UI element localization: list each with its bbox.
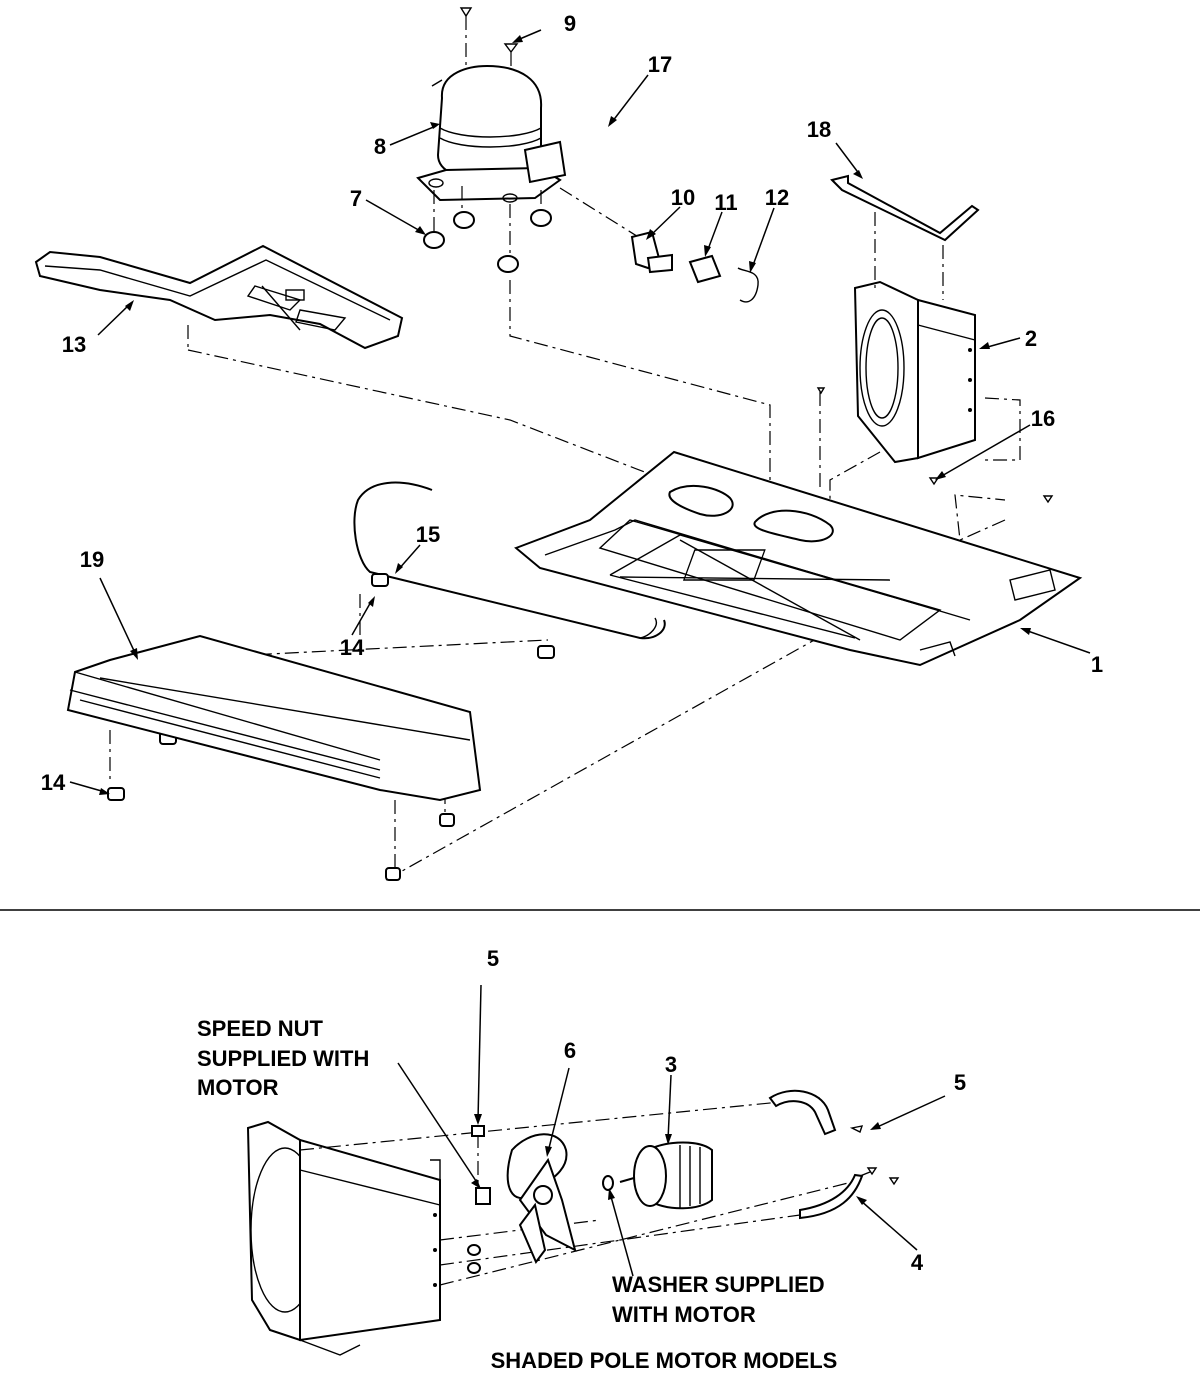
leader-lines — [69, 29, 1091, 795]
fan-blade-part-6 — [506, 1133, 577, 1264]
callout-10: 10 — [671, 185, 695, 210]
washer-note-line-1: WASHER SUPPLIED — [612, 1272, 825, 1297]
overload-part-11 — [688, 254, 722, 284]
speed-nut-note-line-2: SUPPLIED WITH — [197, 1046, 369, 1071]
callout-8: 8 — [374, 134, 386, 159]
callout-9: 9 — [564, 11, 576, 36]
washer-note-line-2: WITH MOTOR — [612, 1302, 756, 1327]
tube-part-15 — [353, 481, 666, 640]
callout-13: 13 — [62, 332, 86, 357]
callout-19: 19 — [80, 547, 104, 572]
callout-12: 12 — [765, 185, 789, 210]
grommet-part-7 — [423, 186, 552, 273]
compressor-part-8 — [416, 64, 567, 203]
relay-part-10 — [559, 187, 673, 274]
section-title: SHADED POLE MOTOR MODELS — [491, 1348, 838, 1373]
washer-part — [602, 1175, 614, 1191]
speed-nut-note-line-3: MOTOR — [197, 1075, 279, 1100]
speed-nut-part — [467, 1125, 491, 1274]
fan-shroud-part-2 — [853, 280, 976, 464]
callout-2: 2 — [1025, 326, 1037, 351]
callout-17: 17 — [648, 52, 672, 77]
callout-3: 3 — [665, 1052, 677, 1077]
callout-11: 11 — [714, 190, 737, 215]
motor-part-3 — [619, 1141, 713, 1210]
screw-part-16 — [816, 387, 1054, 504]
screw-part-9 — [459, 7, 519, 72]
callout-4: 4 — [911, 1250, 924, 1275]
callout-14-lower: 14 — [41, 770, 66, 795]
callout-6: 6 — [564, 1038, 576, 1063]
callout-5-right: 5 — [954, 1070, 966, 1095]
callout-1: 1 — [1091, 652, 1103, 677]
bracket-part-4 — [768, 1089, 900, 1220]
callout-16: 16 — [1031, 406, 1055, 431]
condenser-coil-part-19 — [66, 634, 482, 802]
bracket-part-18 — [830, 174, 980, 300]
callout-14-upper: 14 — [340, 635, 365, 660]
lower-guide-lines — [299, 1097, 861, 1286]
base-plate-part-1 — [514, 450, 1083, 667]
speed-nut-note-line-1: SPEED NUT — [197, 1016, 323, 1041]
drain-pan-part-13 — [34, 244, 404, 350]
callout-18: 18 — [807, 117, 831, 142]
callout-5-top: 5 — [487, 946, 499, 971]
wire-clip-part-12 — [737, 267, 759, 303]
callout-7: 7 — [350, 186, 362, 211]
callout-15: 15 — [416, 522, 440, 547]
lower-leader-lines — [397, 984, 946, 1277]
shroud-lower-assembly — [246, 1120, 441, 1356]
